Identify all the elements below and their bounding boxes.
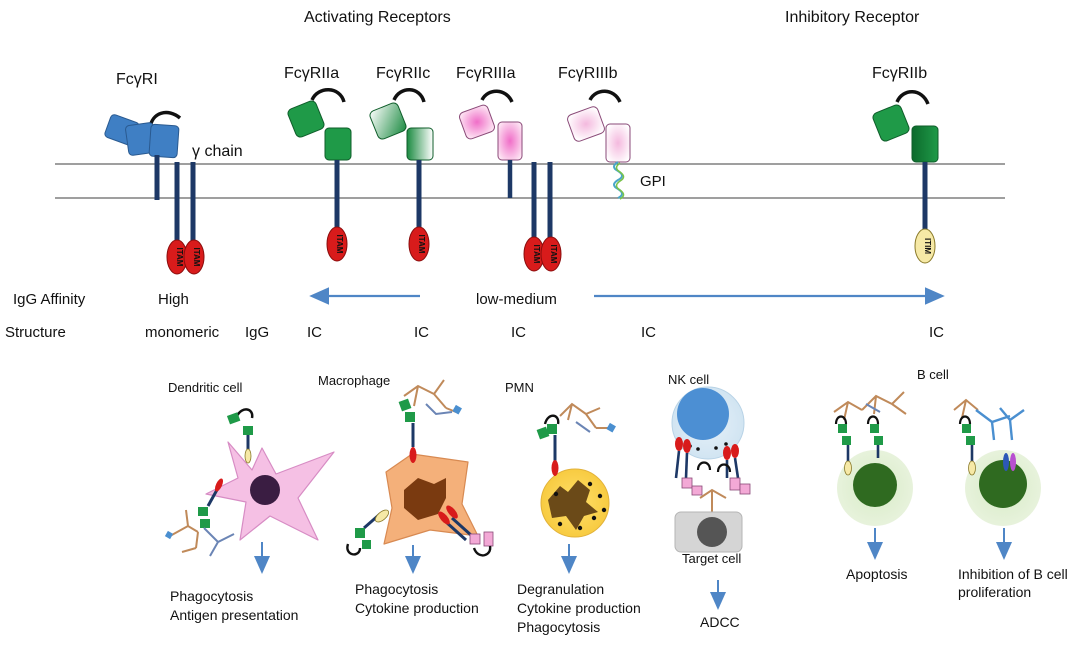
- fcgriia-label: FcγRIIa: [284, 65, 339, 82]
- fcgriib-receptor: ITIM: [872, 90, 939, 264]
- pmn-function-1: Degranulation: [517, 581, 604, 597]
- itim-label: ITIM: [923, 238, 932, 254]
- structure-igg: IgG: [245, 324, 269, 341]
- itam-label-iiia-1: ITAM: [532, 245, 541, 264]
- igg-affinity-row-label: IgG Affinity: [13, 291, 86, 308]
- itam-label-iic: ITAM: [417, 235, 426, 254]
- pmn-cell: [536, 402, 616, 538]
- b-cell-apoptosis: [833, 391, 913, 526]
- structure-ic-4: IC: [641, 324, 656, 341]
- pmn-function-3: Phagocytosis: [517, 619, 600, 635]
- dendritic-function-1: Phagocytosis: [170, 588, 253, 604]
- pmn-label: PMN: [505, 380, 534, 395]
- b-cell-label: B cell: [917, 367, 949, 382]
- fcgriiia-label: FcγRIIIa: [456, 65, 516, 82]
- fcgriic-receptor: ITAM: [369, 88, 434, 262]
- fcgriic-label: FcγRIIc: [376, 65, 430, 82]
- itam-label-iiia-2: ITAM: [549, 245, 558, 264]
- structure-ic-3: IC: [511, 324, 526, 341]
- b-cell-function-apoptosis: Apoptosis: [846, 566, 907, 582]
- gpi-label: GPI: [640, 173, 666, 190]
- structure-ic-1: IC: [307, 324, 322, 341]
- pmn-function-2: Cytokine production: [517, 600, 641, 616]
- b-cell-function-inhibition-2: proliferation: [958, 584, 1031, 600]
- dendritic-cell: [164, 408, 335, 557]
- gamma-chain-label: γ chain: [192, 143, 243, 160]
- macrophage-label: Macrophage: [318, 373, 390, 388]
- fcgri-label: FcγRI: [116, 71, 158, 88]
- gamma-chain: ITAM ITAM: [166, 162, 205, 275]
- structure-monomeric: monomeric: [145, 324, 220, 341]
- itam-label-gamma-2: ITAM: [192, 248, 201, 267]
- structure-ic-2: IC: [414, 324, 429, 341]
- inhibitory-receptor-header: Inhibitory Receptor: [785, 9, 920, 26]
- b-cell-function-inhibition-1: Inhibition of B cell: [958, 566, 1068, 582]
- fcgri-receptor: [104, 110, 182, 200]
- macrophage: [346, 379, 494, 557]
- macrophage-function-2: Cytokine production: [355, 600, 479, 616]
- fcgriiib-receptor: [567, 89, 631, 200]
- fcgriiia-receptor: ITAM ITAM: [459, 89, 562, 272]
- fcgriib-label: FcγRIIb: [872, 65, 927, 82]
- itam-label-iia: ITAM: [335, 235, 344, 254]
- nk-cell-label: NK cell: [668, 372, 709, 387]
- structure-row-label: Structure: [5, 324, 66, 341]
- target-cell-label: Target cell: [682, 551, 741, 566]
- cell-membrane: [55, 163, 1005, 199]
- fcgriiib-label: FcγRIIIb: [558, 65, 618, 82]
- b-cell-inhibition: [953, 398, 1041, 526]
- dendritic-cell-label: Dendritic cell: [168, 380, 243, 395]
- nk-cell: [671, 386, 751, 553]
- structure-ic-5: IC: [929, 324, 944, 341]
- macrophage-function-1: Phagocytosis: [355, 581, 438, 597]
- activating-receptors-header: Activating Receptors: [304, 9, 451, 26]
- fcgriia-receptor: ITAM: [287, 88, 352, 262]
- affinity-low-medium: low-medium: [476, 291, 557, 308]
- affinity-high: High: [158, 291, 189, 308]
- itam-label-gamma-1: ITAM: [175, 248, 184, 267]
- nk-function-1: ADCC: [700, 614, 740, 630]
- dendritic-function-2: Antigen presentation: [170, 607, 298, 623]
